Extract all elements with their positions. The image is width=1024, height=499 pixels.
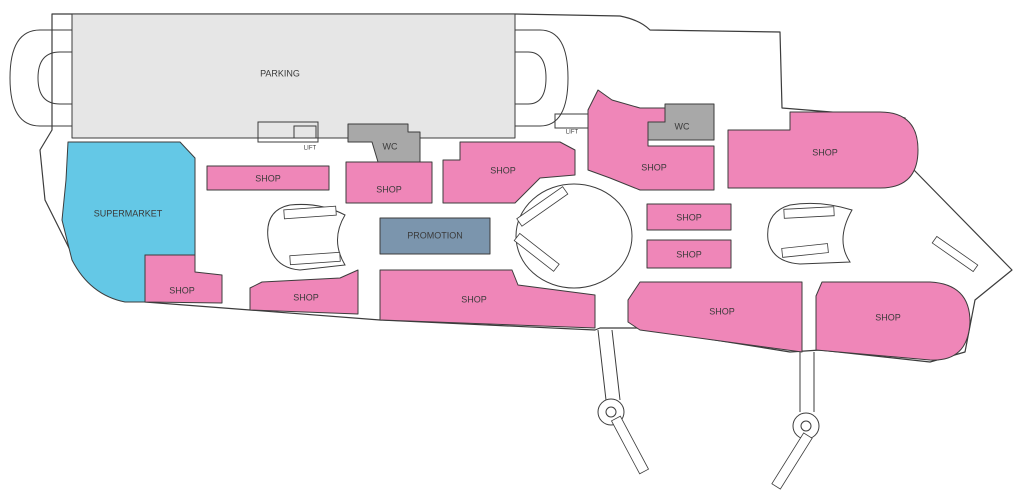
shop-12[interactable] bbox=[815, 281, 971, 361]
shop-7[interactable] bbox=[646, 239, 732, 269]
shop-label-6: SHOP bbox=[676, 212, 702, 222]
escalator-far-right bbox=[931, 235, 979, 273]
escalator-left-top bbox=[283, 205, 337, 220]
shop-label-10: SHOP bbox=[461, 294, 487, 304]
shop-10[interactable] bbox=[379, 269, 596, 329]
wc-label-2: WC bbox=[675, 121, 690, 131]
walkway-1-node-inner bbox=[605, 406, 617, 418]
shop-label-3: SHOP bbox=[490, 165, 516, 175]
supermarket-label: SUPERMARKET bbox=[94, 208, 163, 218]
lift-1-box bbox=[257, 121, 319, 143]
shop-3[interactable] bbox=[442, 141, 576, 204]
shop-5[interactable] bbox=[727, 111, 919, 189]
shop-1[interactable] bbox=[206, 165, 330, 191]
shop-label-5: SHOP bbox=[812, 147, 838, 157]
walkway-1 bbox=[597, 329, 621, 401]
wc-label-1: WC bbox=[383, 141, 398, 151]
central-court bbox=[515, 183, 633, 289]
shop-label-7: SHOP bbox=[676, 249, 702, 259]
left-ramp-inner bbox=[37, 51, 72, 105]
left-ramp bbox=[9, 29, 72, 127]
walkway-2-stairs bbox=[771, 432, 813, 490]
escalator-left-bottom bbox=[289, 251, 341, 266]
lift-label-1: LIFT bbox=[304, 146, 317, 152]
shop-label-12: SHOP bbox=[875, 312, 901, 322]
lift-1-car bbox=[293, 125, 317, 139]
shop-label-9: SHOP bbox=[293, 292, 319, 302]
shop-8[interactable] bbox=[144, 254, 223, 304]
right-court bbox=[767, 202, 853, 265]
escalator-right-top bbox=[783, 206, 835, 219]
lift-label-2: LIFT bbox=[566, 130, 579, 136]
escalator-center-bottom bbox=[513, 232, 560, 272]
shop-2[interactable] bbox=[345, 161, 433, 204]
shop-label-8: SHOP bbox=[169, 285, 195, 295]
walkway-1-stairs bbox=[610, 415, 650, 475]
shop-label-1: SHOP bbox=[255, 173, 281, 183]
promotion-label: PROMOTION bbox=[407, 230, 463, 240]
walkway-1-node bbox=[597, 398, 625, 426]
shop-9[interactable] bbox=[249, 269, 359, 315]
promotion-area[interactable] bbox=[379, 217, 491, 255]
parking-label: PARKING bbox=[260, 68, 300, 78]
walkway-2 bbox=[799, 352, 815, 412]
shop-label-11: SHOP bbox=[709, 306, 735, 316]
escalator-right-bottom bbox=[781, 243, 829, 258]
shop-6[interactable] bbox=[646, 203, 732, 231]
shop-4[interactable] bbox=[587, 89, 715, 191]
walkway-2-node-inner bbox=[800, 420, 812, 432]
parking-area[interactable] bbox=[71, 13, 516, 139]
right-ramp bbox=[515, 29, 569, 127]
shop-11[interactable] bbox=[627, 281, 803, 353]
escalator-center-top bbox=[516, 186, 569, 227]
shop-label-2: SHOP bbox=[376, 184, 402, 194]
shop-label-4: SHOP bbox=[641, 162, 667, 172]
right-ramp-inner bbox=[515, 51, 547, 105]
